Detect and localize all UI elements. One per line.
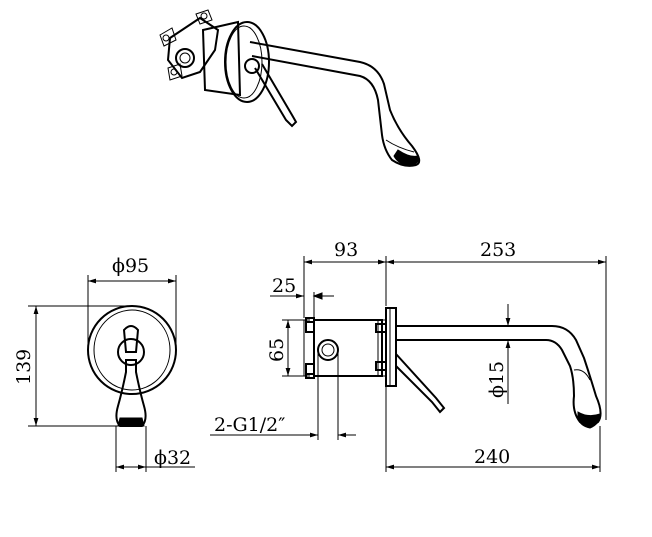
dim-thread-g12: 2-G1/2″ [214,414,285,436]
side-spout [396,325,602,429]
dim-dia-95: ϕ95 [112,255,149,277]
side-escutcheon [385,307,397,387]
isometric-view [159,9,421,167]
front-escutcheon [87,305,177,395]
side-view: 93 253 25 65 2-G1/2″ ϕ15 240 [210,239,607,472]
side-lever [395,353,446,414]
iso-lever [254,63,298,128]
side-valve-body [303,317,387,379]
dim-dia-32: ϕ32 [154,447,191,469]
dim-height-65: 65 [266,338,288,362]
front-view: ϕ95 139 ϕ32 [13,255,195,472]
iso-mounting-bracket [159,9,220,81]
front-lever [122,325,140,353]
dim-dia-15: ϕ15 [486,361,508,398]
dim-width-253: 253 [480,239,516,261]
dim-depth-25: 25 [272,275,296,297]
front-cartridge [117,338,145,366]
iso-spout [249,41,421,167]
dim-height-139: 139 [13,349,35,385]
dim-width-93: 93 [334,239,358,261]
iso-mixer-body [201,20,270,103]
dim-length-240: 240 [474,446,510,468]
